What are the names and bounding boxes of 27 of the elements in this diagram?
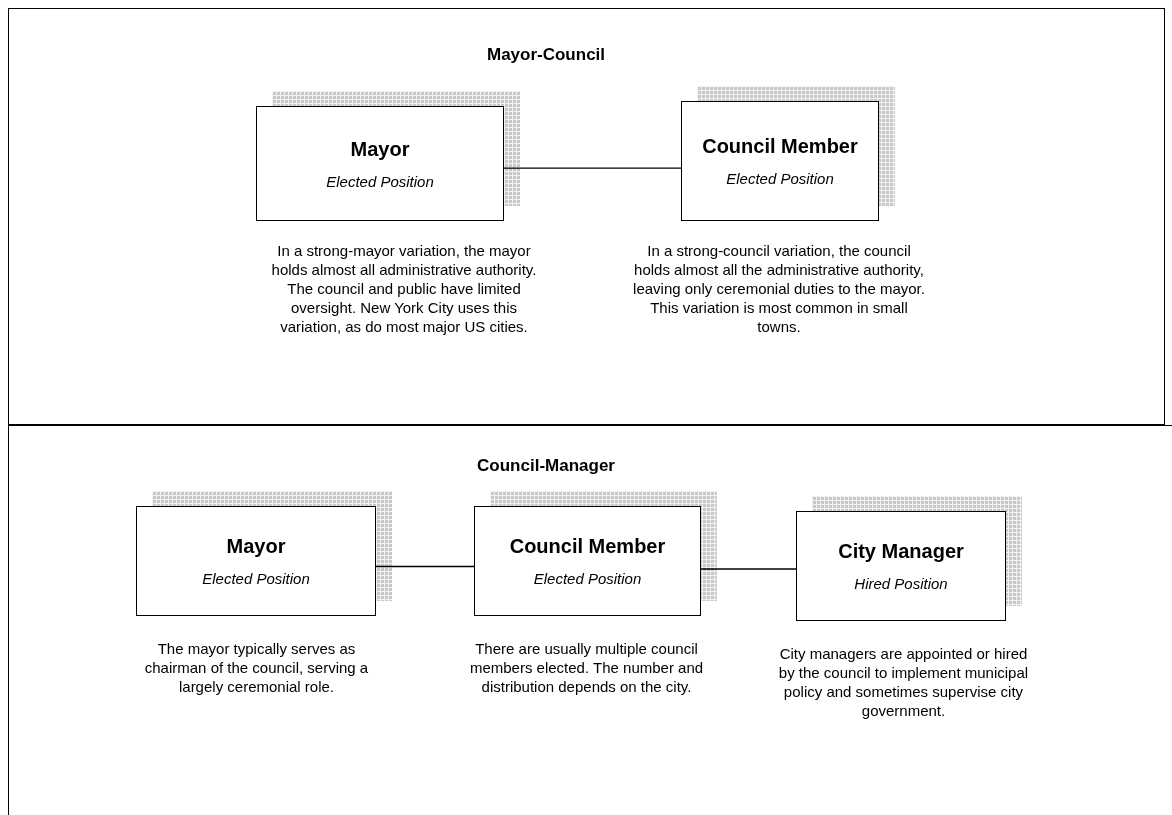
section-panel bbox=[8, 8, 1165, 425]
position-box bbox=[136, 506, 376, 616]
position-title: Mayor bbox=[350, 137, 410, 161]
description-text: In a strong-council variation, the council holds almost all the administrative authority, leaving only ceremonial duties to the mayor. This variation is most common in small towns. bbox=[632, 241, 926, 336]
position-title: Council Member bbox=[702, 135, 858, 158]
description-text: In a strong-mayor variation, the mayor holds almost all administrative authority. The council and public have limited oversight. New York City uses this variation, as do most major US cities. bbox=[270, 241, 538, 336]
section-panel bbox=[8, 425, 1172, 815]
section-title: Mayor-Council bbox=[485, 45, 607, 65]
connector-line bbox=[700, 568, 797, 570]
position-type: Elected Position bbox=[202, 570, 310, 587]
position-box bbox=[681, 101, 879, 221]
position-title: Mayor bbox=[226, 535, 286, 558]
section-title: Council-Manager bbox=[476, 456, 616, 476]
connector-line bbox=[375, 565, 475, 568]
position-type: Hired Position bbox=[854, 575, 948, 592]
position-type: Elected Position bbox=[726, 170, 834, 187]
position-box bbox=[474, 506, 701, 616]
description-text: City managers are appointed or hired by the council to implement municipal policy and sometimes supervise city government. bbox=[777, 644, 1030, 720]
position-type: Elected Position bbox=[533, 570, 642, 587]
description-text: The mayor typically serves as chairman of the council, serving a largely ceremonial role. bbox=[143, 639, 370, 696]
position-title: Council Member bbox=[509, 535, 666, 558]
description-text: There are usually multiple council members elected. The number and distribution depends on the city. bbox=[468, 639, 705, 696]
position-box bbox=[796, 511, 1006, 621]
position-title: City Manager bbox=[838, 540, 964, 563]
position-type: Elected Position bbox=[326, 172, 434, 190]
position-box bbox=[256, 106, 504, 221]
connector-line bbox=[503, 167, 682, 169]
